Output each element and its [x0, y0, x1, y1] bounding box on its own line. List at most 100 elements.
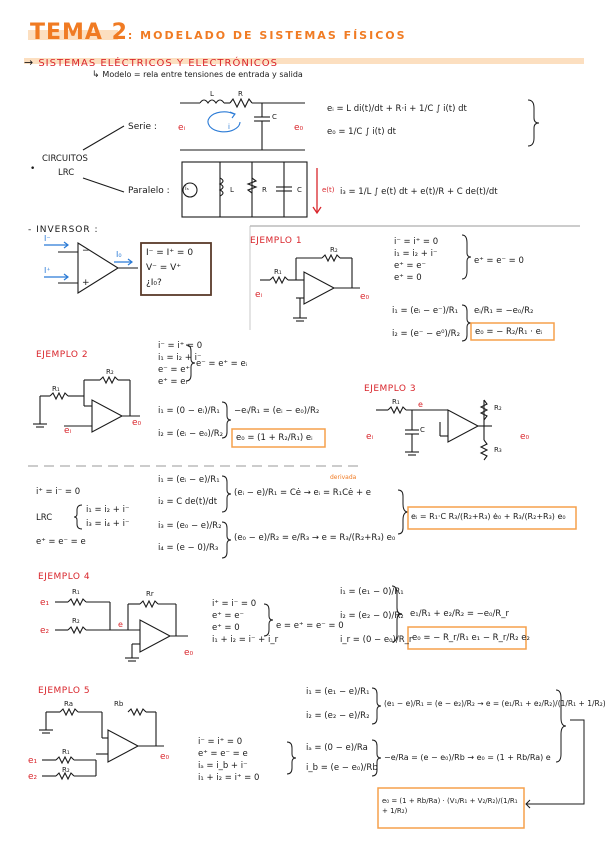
lrc-i2: i₂ = C de(t)/dt [158, 497, 218, 507]
arrow-right-icon: → [24, 56, 34, 69]
lrc-label: LRC [58, 168, 74, 178]
title-rest: : MODELADO DE SISTEMAS FÍSICOS [127, 29, 407, 42]
ej1-eq2: i₁ = i₂ + i⁻ [394, 249, 438, 259]
par-C-label: C [297, 186, 302, 194]
ej5-i1: i₁ = (e₁ − e)/R₁ [306, 687, 370, 697]
ej5-eq4: i₁ + i₂ = i⁺ = 0 [198, 773, 260, 783]
ej5-R1-label: R₁ [62, 748, 70, 756]
inv-Im-label: I⁻ [44, 234, 51, 243]
modelo-text: Modelo = rela entre tensiones de entrada… [102, 70, 303, 79]
ej2-i2: i₂ = (eᵢ − e₀)/R₂ [158, 429, 224, 439]
ej4-eq4: i₁ + i₂ = i⁻ + i_r [212, 635, 279, 645]
lrc-eqB: i₃ = i₄ + i⁻ [86, 519, 130, 529]
modelo-note: ↳ Modelo = rela entre tensiones de entra… [92, 70, 303, 80]
serie-label: Serie : [128, 122, 157, 132]
inversor-box: I⁻ = I⁺ = 0 V⁻ = V⁺ ¿I₀? [146, 246, 193, 291]
lrc-eqC: e⁺ = e⁻ = e [36, 537, 86, 547]
inversor-title: - INVERSOR : [28, 225, 99, 235]
inversor-box-line1: I⁻ = I⁺ = 0 [146, 248, 194, 258]
ej1-i1: i₁ = (eᵢ − e⁻)/R₁ [392, 306, 459, 316]
ej2-eq2: i₁ = i₂ + i⁻ [158, 353, 202, 363]
ej5-ia: iₐ = (0 − e)/Ra [306, 743, 368, 753]
ej5-eo-label: e₀ [160, 752, 170, 762]
paralelo-label-text: Paralelo [128, 186, 164, 196]
ej2-ratio: −eᵢ/R₁ = (eᵢ − e₀)/R₂ [234, 406, 320, 416]
ej4-eq1: i⁺ = i⁻ = 0 [212, 599, 257, 609]
ej1-ratio: eᵢ/R₁ = −e₀/R₂ [474, 306, 534, 316]
ejemplo1-title: EJEMPLO 1 [250, 236, 303, 246]
ejemplo3-title: EJEMPLO 3 [364, 384, 417, 394]
ej5-R2-label: R₂ [62, 766, 70, 774]
ej4-ratio: e₁/R₁ + e₂/R₂ = −e₀/R_r [410, 609, 509, 619]
serie-i-label: i [228, 123, 230, 131]
hook-arrow-icon: ↳ [92, 70, 100, 80]
ejemplo2-title: EJEMPLO 2 [36, 350, 89, 360]
serie-eo-label: e₀ [294, 123, 304, 133]
serie-label-text: Serie [128, 122, 151, 132]
ej3-e-label: e [418, 400, 423, 409]
serie-L-label: L [210, 90, 214, 98]
page-title: TEMA 2: MODELADO DE SISTEMAS FÍSICOS [30, 20, 407, 45]
subtitle: SISTEMAS ELÉCTRICOS Y ELECTRÓNICOS [38, 58, 278, 69]
ej1-result: e₀ = − R₂/R₁ · eᵢ [475, 327, 543, 337]
ej2-i1: i₁ = (0 − eᵢ)/R₁ [158, 406, 220, 416]
lrc-i4: i₄ = (e − 0)/R₃ [158, 543, 219, 553]
ej4-result: e₀ = − R_r/R₁ e₁ − R_r/R₂ e₂ [412, 633, 530, 643]
ej5-Ra-label: Ra [64, 700, 73, 708]
inv-plus: + [82, 278, 90, 288]
ej1-mid: e⁺ = e⁻ = 0 [474, 256, 524, 266]
ej2-mid: e⁻ = e⁺ = eᵢ [196, 359, 248, 369]
lrc-result: eᵢ = R₁·C R₃/(R₂+R₃) ė₀ + R₃/(R₂+R₃) e₀ [411, 512, 566, 521]
ej3-R2-label: R₂ [494, 404, 502, 412]
serie-eq1: eᵢ = L di(t)/dt + R·i + 1/C ∫ i(t) dt [327, 104, 467, 114]
ej5-ib: i_b = (e − e₀)/Rb [306, 763, 378, 773]
ej4-mid: e = e⁺ = e⁻ = 0 [276, 621, 344, 631]
ej4-eqs: i⁺ = i⁻ = 0 e⁺ = e⁻ e⁺ = 0 i₁ + i₂ = i⁻ … [212, 598, 278, 646]
inversor-box-line3: ¿I₀? [146, 278, 162, 288]
ej2-result: e₀ = (1 + R₂/R₁) eᵢ [236, 433, 313, 443]
lrc-i1: i₁ = (eᵢ − e)/R₁ [158, 475, 220, 485]
ej1-eqs: i⁻ = i⁺ = 0 i₁ = i₂ + i⁻ e⁺ = e⁻ e⁺ = 0 [394, 236, 438, 284]
inversor-box-line2: V⁻ = V⁺ [146, 263, 182, 273]
ej3-R3-label: R₃ [494, 446, 502, 454]
inv-Ip-label: I⁺ [44, 266, 51, 275]
paralelo-label: Paralelo : [128, 186, 170, 196]
lrc-eq0: i⁺ = i⁻ = 0 [36, 487, 81, 497]
ej2-eq4: e⁺ = eᵢ [158, 377, 187, 387]
bullet-dot: • [30, 164, 36, 174]
inv-Io-label: I₀ [116, 250, 122, 259]
ej2-R1-label: R₁ [52, 385, 60, 393]
lrc-r1: (eᵢ − e)/R₁ = Cė → eᵢ = R₁Cė + e [234, 488, 372, 498]
ej4-Rr-label: Rr [146, 590, 154, 598]
ej4-e2-label: e₂ [40, 626, 50, 636]
ej5-i2: i₂ = (e₂ − e)/R₂ [306, 711, 370, 721]
ej2-eq3: e⁻ = e⁺ [158, 365, 190, 375]
circuitos-label-text: CIRCUITOS [42, 154, 88, 164]
ej5-eq3: iₐ = i_b + i⁻ [198, 761, 248, 771]
circuitos-label: CIRCUITOS [42, 154, 88, 164]
par-R-label: R [262, 186, 267, 194]
ej1-eo-label: e₀ [360, 292, 370, 302]
ej1-eq4: e⁺ = 0 [394, 273, 422, 283]
ej3-R1-label: R₁ [392, 398, 400, 406]
ej4-eq3: e⁺ = 0 [212, 623, 240, 633]
ej3-eo-label: e₀ [520, 432, 530, 442]
serie-ei-label: eᵢ [178, 123, 186, 133]
ej3-C-label: C [420, 426, 425, 434]
lrc-r2: (e₀ − e)/R₂ = e/R₃ → e = R₃/(R₂+R₃) e₀ [234, 533, 396, 543]
lrc-i3: i₃ = (e₀ − e)/R₂ [158, 521, 222, 531]
ej4-eq2: e⁺ = e⁻ [212, 611, 244, 621]
ej5-eq2: e⁺ = e⁻ = e [198, 749, 248, 759]
ej4-i1: i₁ = (e₁ − 0)/R₁ [340, 587, 404, 597]
serie-R-label: R [238, 90, 243, 98]
subtitle-row: → SISTEMAS ELÉCTRICOS Y ELECTRÓNICOS [24, 51, 278, 70]
ej1-ei-label: eᵢ [255, 290, 263, 300]
ej2-ei-label: eᵢ [64, 426, 72, 436]
par-is-label: iₛ [185, 185, 189, 192]
ejemplo5-title: EJEMPLO 5 [38, 686, 91, 696]
lrc-label-text: LRC [58, 168, 75, 178]
ej4-e1-label: e₁ [40, 598, 50, 608]
ej5-r1: (e₁ − e)/R₁ = (e − e₂)/R₂ → e = (e₁/R₁ +… [384, 699, 606, 708]
title-tema: TEMA 2 [30, 20, 128, 45]
serie-C-label: C [272, 113, 277, 121]
